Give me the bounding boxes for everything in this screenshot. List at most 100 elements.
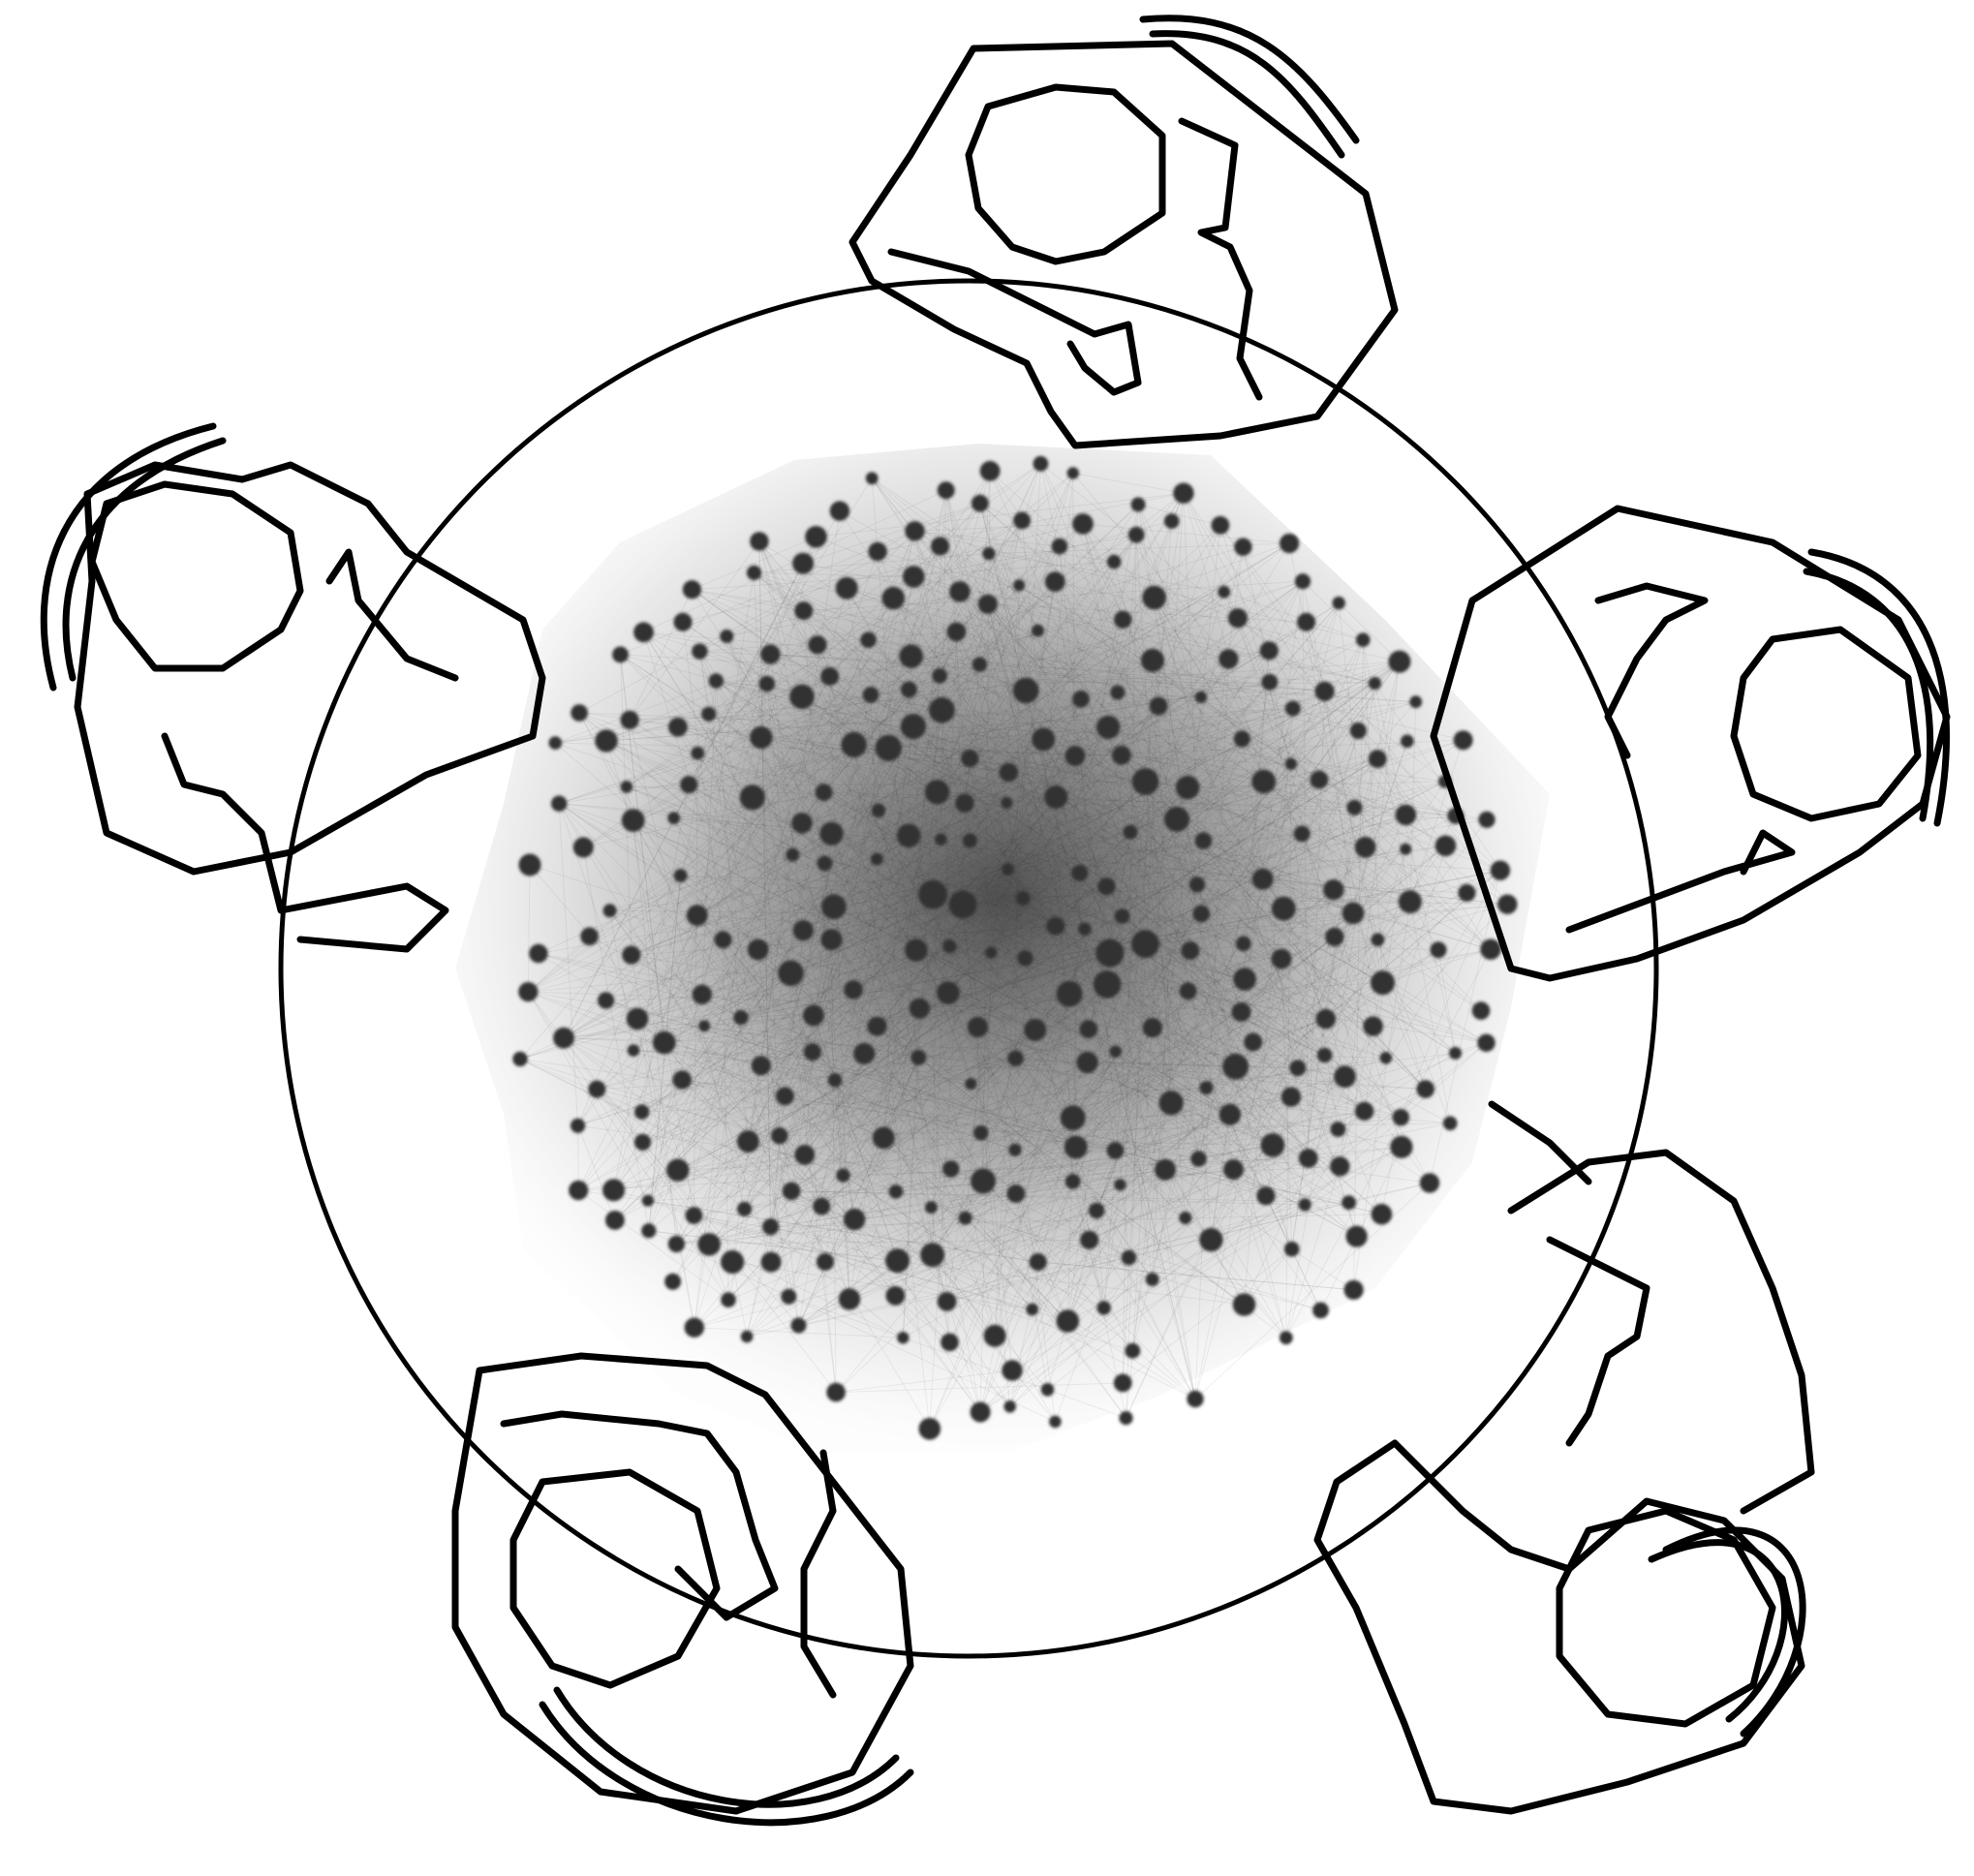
network-node bbox=[1458, 884, 1475, 902]
network-node bbox=[750, 726, 772, 749]
network-node bbox=[1164, 513, 1180, 529]
network-node bbox=[1312, 1303, 1329, 1319]
network-node bbox=[942, 1160, 959, 1177]
network-node bbox=[668, 1236, 685, 1252]
network-node bbox=[1369, 750, 1387, 768]
network-node bbox=[1030, 1253, 1047, 1271]
network-node bbox=[901, 714, 926, 739]
network-node bbox=[1355, 837, 1376, 858]
network-node bbox=[868, 542, 886, 561]
network-node bbox=[1236, 936, 1251, 951]
network-node bbox=[603, 904, 617, 917]
network-node bbox=[1289, 1060, 1306, 1076]
network-node bbox=[701, 707, 716, 722]
network-node bbox=[1480, 939, 1500, 960]
network-node bbox=[965, 1078, 976, 1090]
network-node bbox=[1315, 682, 1335, 701]
network-node bbox=[821, 894, 847, 919]
network-node bbox=[1097, 877, 1115, 895]
network-node bbox=[1393, 1109, 1409, 1125]
network-node bbox=[1146, 1273, 1159, 1286]
network-node bbox=[910, 1050, 926, 1065]
network-node bbox=[973, 1125, 989, 1141]
network-node bbox=[553, 1028, 574, 1049]
network-node bbox=[985, 946, 997, 958]
network-node bbox=[1150, 697, 1168, 716]
network-node bbox=[1346, 1226, 1368, 1247]
network-node bbox=[863, 687, 879, 703]
network-node bbox=[1284, 1242, 1300, 1257]
network-node bbox=[1013, 512, 1031, 530]
network-node bbox=[1311, 771, 1329, 789]
person-bottom-right-arm bbox=[1550, 1240, 1647, 1443]
network-node bbox=[1285, 758, 1297, 770]
network-node bbox=[836, 577, 858, 600]
network-node bbox=[1409, 695, 1422, 708]
network-node bbox=[1095, 939, 1124, 968]
network-node bbox=[817, 1253, 834, 1271]
network-node bbox=[1187, 1391, 1203, 1407]
network-node bbox=[588, 1081, 605, 1098]
network-node bbox=[1316, 1009, 1337, 1030]
person-bottom-right-arm-lower bbox=[1492, 1104, 1588, 1182]
network-node bbox=[762, 1218, 779, 1235]
network-node bbox=[674, 869, 688, 882]
network-node bbox=[1046, 917, 1064, 936]
network-node bbox=[752, 1056, 771, 1075]
network-node bbox=[817, 856, 833, 872]
network-node bbox=[1065, 746, 1086, 766]
network-node bbox=[1355, 1102, 1373, 1121]
network-node bbox=[518, 982, 538, 1001]
network-node bbox=[1128, 527, 1145, 543]
network-node bbox=[1076, 1052, 1097, 1073]
network-node bbox=[686, 1207, 703, 1224]
network-node bbox=[1131, 930, 1159, 958]
network-node bbox=[1179, 1212, 1191, 1224]
network-node bbox=[1061, 1105, 1086, 1130]
network-node bbox=[1363, 1016, 1383, 1036]
network-node bbox=[1297, 613, 1315, 631]
network-node bbox=[1400, 844, 1411, 855]
network-node bbox=[1096, 716, 1120, 739]
network-node bbox=[1057, 981, 1083, 1007]
network-node bbox=[1420, 1173, 1439, 1192]
network-node bbox=[1125, 1343, 1140, 1359]
network-node bbox=[1233, 1293, 1256, 1316]
network-node bbox=[621, 711, 639, 729]
network-node bbox=[1089, 1203, 1105, 1219]
network-node bbox=[1219, 1104, 1241, 1125]
network-node bbox=[794, 601, 813, 620]
network-node bbox=[740, 784, 765, 810]
network-node bbox=[1299, 1149, 1318, 1168]
network-node bbox=[1109, 1046, 1122, 1059]
network-node bbox=[1080, 1231, 1098, 1249]
network-node bbox=[1342, 1195, 1356, 1210]
network-node bbox=[918, 880, 947, 909]
network-node bbox=[1002, 863, 1014, 876]
network-node bbox=[905, 521, 924, 540]
network-node bbox=[889, 1184, 904, 1199]
network-node bbox=[885, 1248, 910, 1273]
network-node bbox=[1000, 763, 1019, 783]
network-node bbox=[873, 1126, 895, 1149]
network-node bbox=[905, 938, 928, 962]
network-node bbox=[1190, 1151, 1207, 1167]
network-node bbox=[949, 891, 977, 919]
network-node bbox=[1491, 861, 1510, 880]
network-node bbox=[860, 632, 877, 649]
network-node bbox=[1052, 538, 1068, 555]
network-node bbox=[693, 985, 712, 1004]
network-node bbox=[1431, 941, 1447, 958]
network-node bbox=[910, 999, 930, 1019]
network-node bbox=[1261, 1133, 1285, 1157]
network-node bbox=[1192, 906, 1210, 923]
network-node bbox=[778, 961, 804, 987]
network-node bbox=[1280, 534, 1299, 553]
network-node bbox=[1272, 897, 1296, 921]
network-node bbox=[1017, 950, 1033, 966]
network-node bbox=[605, 1211, 625, 1230]
network-node bbox=[737, 1130, 759, 1153]
network-node bbox=[1114, 611, 1131, 629]
network-node bbox=[1388, 651, 1410, 673]
